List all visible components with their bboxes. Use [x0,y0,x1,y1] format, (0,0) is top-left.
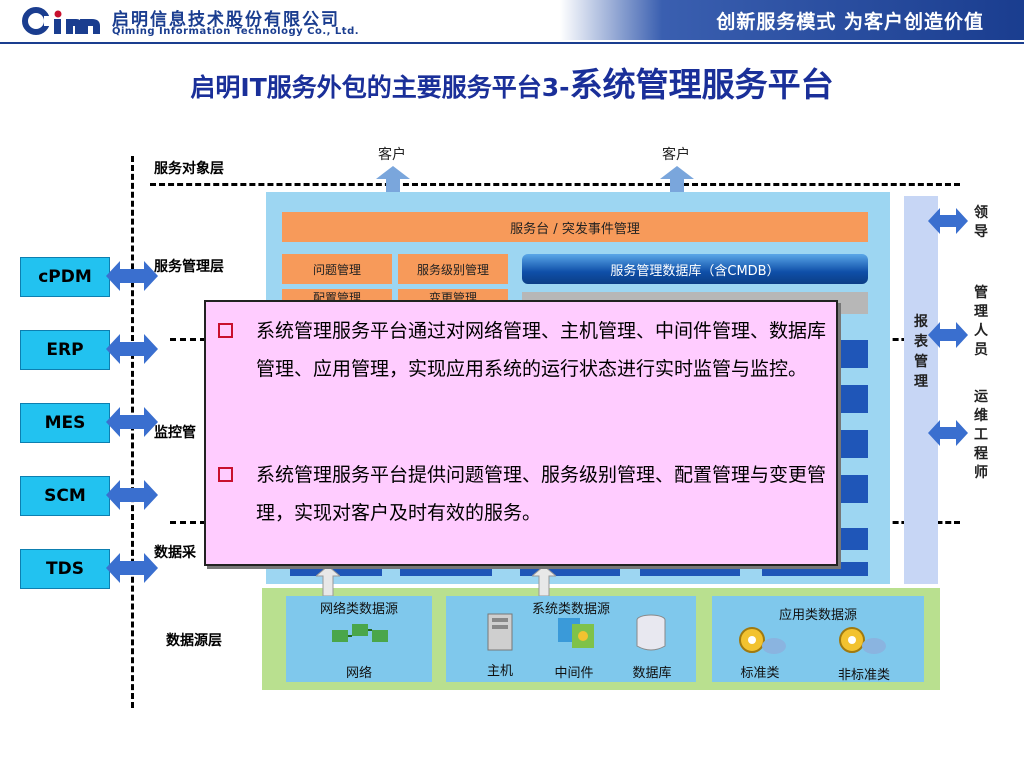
checkbox-bullet-icon [218,323,233,338]
double-arrow-icon [106,407,158,437]
callout-bullet-2-text: 系统管理服务平台提供问题管理、服务级别管理、配置管理与变更管理，实现对客户及时有… [256,464,827,524]
double-arrow-icon [106,553,158,583]
double-arrow-icon [106,334,158,364]
layer-label-monitor: 监控管 [154,425,196,441]
page-title: 启明IT服务外包的主要服务平台3-系统管理服务平台 [0,58,1024,106]
app-source-title: 应用类数据源 [778,608,857,623]
system-box-erp: ERP [20,330,110,370]
leader-label: 领导 [974,205,988,240]
host-label: 主机 [486,664,513,679]
ops-engineer-label: 运维工程师 [974,389,988,481]
layer-label-source: 数据源层 [166,633,222,649]
layer-label-collect: 数据采 [154,545,196,561]
network-source-group [286,596,432,682]
double-arrow-icon [928,208,968,234]
layer-label-management: 服务管理层 [154,259,224,275]
layer-divider-object [150,183,960,186]
system-source-title: 系统类数据源 [531,602,610,617]
middleware-label: 中间件 [554,666,594,681]
nonstandard-label: 非标准类 [837,668,890,683]
double-arrow-icon [106,480,158,510]
layer-label-object: 服务对象层 [154,161,224,177]
service-desk-box: 服务台 / 突发事件管理 [282,212,868,242]
left-vertical-divider [131,156,134,708]
nonstandard-app-gear-icon [839,627,886,654]
collect-block [834,528,868,550]
network-label: 网络 [345,666,372,681]
standard-app-gear-icon [739,627,786,654]
manager-label: 管理人员 [974,285,988,358]
system-box-scm: SCM [20,476,110,516]
monitor-block [834,385,868,413]
company-logo-icon [22,7,100,35]
database-label: 数据库 [632,666,672,681]
company-name-cn: 启明信息技术股份有限公司 [112,10,340,30]
slogan: 创新服务模式 为客户创造价值 [716,11,984,33]
up-arrow-icon [532,566,556,596]
layer-divider-management-right [840,338,960,341]
system-box-mes: MES [20,403,110,443]
layer-divider-monitor [170,521,206,524]
callout-bullet-1-text: 系统管理服务平台通过对网络管理、主机管理、中间件管理、数据库管理、应用管理，实现… [256,320,827,380]
page-title-part1: 启明IT服务外包的主要服务平台3- [190,73,570,102]
standard-label: 标准类 [740,666,780,681]
layer-divider-monitor-right [840,521,960,524]
report-management-column [904,196,938,584]
system-box-cpdm: cPDM [20,257,110,297]
config-mgmt-box: 配置管理 [282,289,392,301]
checkbox-bullet-icon [218,467,233,482]
problem-mgmt-box: 问题管理 [282,254,392,284]
host-server-icon [487,613,513,651]
double-arrow-icon [928,420,968,446]
network-source-title: 网络类数据源 [319,602,398,617]
monitor-block [834,340,868,368]
double-arrow-icon [106,261,158,291]
description-callout: 系统管理服务平台通过对网络管理、主机管理、中间件管理、数据库管理、应用管理，实现… [204,300,838,566]
customer-label-2: 客户 [662,147,690,163]
layer-divider-management [170,338,206,341]
customer-label-1: 客户 [378,147,406,163]
system-box-tds: TDS [20,549,110,589]
report-management-label: 报表管理 [914,314,928,390]
page-title-part2: 系统管理服务平台 [569,65,834,104]
header-divider [0,42,1024,44]
change-mgmt-box: 变更管理 [398,289,508,301]
double-arrow-icon [928,322,968,348]
sla-mgmt-box: 服务级别管理 [398,254,508,284]
database-icon [636,614,666,651]
up-arrow-icon [316,566,340,596]
monitor-block [834,430,868,458]
monitor-block [834,475,868,503]
header-band [560,0,1024,40]
network-icon [332,624,388,642]
cmdb-database: 服务管理数据库（含CMDB） [522,254,868,284]
middleware-icon [558,618,594,648]
company-name-en: Qiming Information Technology Co., Ltd. [112,26,360,37]
